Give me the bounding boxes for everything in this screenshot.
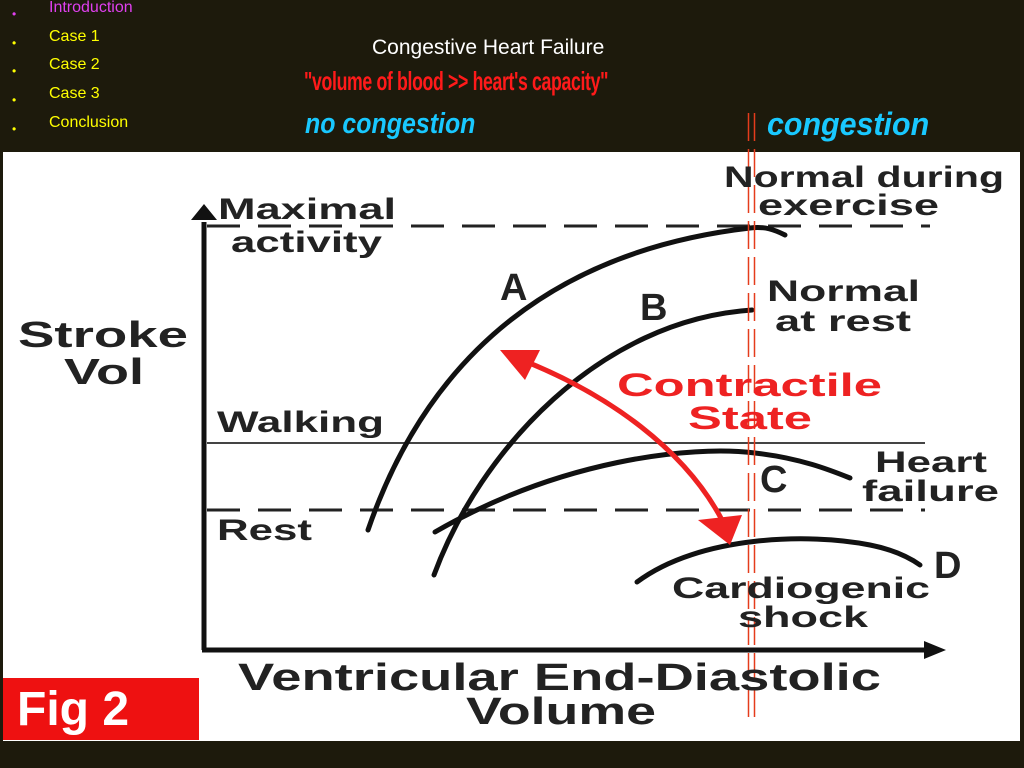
maximal-activity-label: Maximal (218, 193, 396, 226)
curve-b-label: B (640, 287, 667, 329)
walking-label: Walking (217, 406, 384, 439)
heart-failure-label: failure (862, 475, 999, 508)
contractile-arrow (521, 357, 725, 522)
contractile-arrow-end-icon (698, 515, 742, 545)
bullet-icon: • (12, 35, 17, 50)
cardiogenic-shock-label: Cardiogenic (672, 572, 930, 605)
x-axis-label: Volume (466, 691, 656, 733)
curve-c (432, 448, 853, 535)
curve-d-label: D (934, 545, 961, 587)
y-axis-label: Stroke (18, 314, 188, 355)
nav-label[interactable]: Conclusion (49, 113, 129, 131)
normal-exercise-label: Normal during (724, 161, 1004, 194)
contractile-state-label: State (688, 400, 812, 436)
curve-c-label: C (760, 459, 787, 501)
normal-exercise-label: exercise (758, 189, 939, 222)
no-congestion-label: no congestion (305, 108, 476, 140)
cardiogenic-shock-label: shock (738, 601, 868, 634)
contractile-arrow-start-icon (500, 350, 540, 380)
curve-a (365, 225, 788, 533)
rest-label: Rest (217, 514, 312, 547)
slide-title: Congestive Heart Failure (372, 36, 605, 59)
x-axis-label: Ventricular End-Diastolic (238, 657, 881, 699)
normal-rest-label: Normal (767, 275, 920, 308)
bullet-icon: • (12, 121, 17, 136)
figure-badge: Fig 2 (3, 678, 199, 740)
nav-label[interactable]: Case 1 (49, 27, 100, 45)
figure-badge-label: Fig 2 (17, 683, 130, 736)
contractile-state-label: Contractile (617, 367, 882, 403)
y-axis-arrow-icon (191, 204, 217, 220)
bullet-icon: • (12, 93, 17, 108)
nav-label[interactable]: Introduction (49, 0, 133, 16)
congestion-label: congestion (767, 106, 930, 142)
bullet-icon: • (12, 64, 17, 79)
bullet-icon: • (12, 7, 17, 21)
nav-label[interactable]: Case 2 (49, 56, 100, 74)
curve-b (431, 307, 755, 578)
curve-a-label: A (500, 267, 527, 309)
nav-label[interactable]: Case 3 (49, 85, 100, 103)
y-axis-label: Vol (64, 351, 144, 392)
curve-d (634, 536, 923, 585)
x-axis-arrow-icon (924, 641, 946, 659)
maximal-activity-label: activity (231, 226, 382, 259)
normal-rest-label: at rest (775, 305, 911, 338)
slide-subtitle: "volume of blood >> heart's capacity" (304, 66, 609, 96)
heart-failure-label: Heart (875, 446, 987, 479)
